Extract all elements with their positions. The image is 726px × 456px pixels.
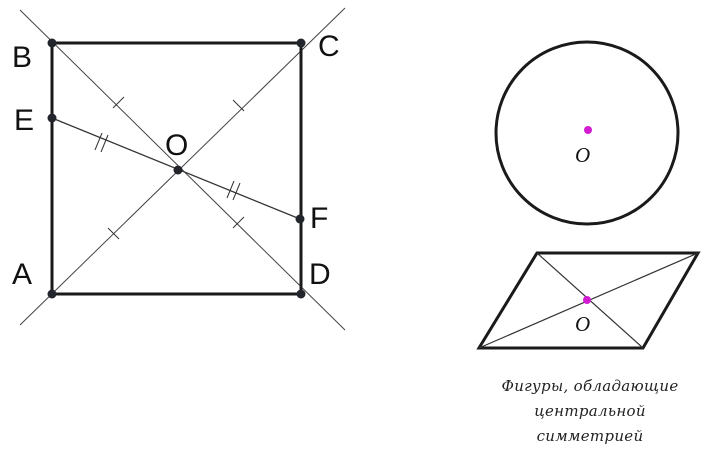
circle-center-label: O xyxy=(575,143,590,167)
tick-bo xyxy=(112,96,125,109)
double-tick-eo-1 xyxy=(94,132,103,151)
parallelogram-figure: O xyxy=(476,251,701,350)
label-o: O xyxy=(165,129,188,162)
caption-line-1: Фигуры, обладающие xyxy=(501,377,679,395)
label-b: B xyxy=(12,41,32,74)
caption: Фигуры, обладающие центральной симметрие… xyxy=(455,374,725,449)
double-tick-of-2 xyxy=(232,182,241,201)
point-f xyxy=(295,214,305,224)
point-d xyxy=(296,289,306,299)
point-c xyxy=(296,38,306,48)
diagonal-ac-extended xyxy=(19,7,346,326)
circle-outline xyxy=(494,40,680,226)
tick-oc xyxy=(232,99,245,112)
point-b xyxy=(47,38,57,48)
point-e xyxy=(47,113,57,123)
double-tick-of-1 xyxy=(226,180,235,199)
tick-od xyxy=(232,216,245,229)
square-figure: B C E O F A D xyxy=(12,7,346,331)
label-e: E xyxy=(14,104,34,137)
label-c: C xyxy=(318,30,340,63)
circle-center-point xyxy=(584,126,592,134)
circle-figure: O xyxy=(494,40,680,226)
label-d: D xyxy=(309,258,331,291)
parallelogram-center-label: O xyxy=(575,312,590,336)
tick-ao xyxy=(107,227,120,240)
point-a xyxy=(47,289,57,299)
caption-line-3: симметрией xyxy=(536,427,644,445)
point-o xyxy=(173,165,183,175)
caption-line-2: центральной xyxy=(534,402,646,420)
double-tick-eo-2 xyxy=(100,134,109,153)
square-abcd xyxy=(50,41,303,296)
label-f: F xyxy=(310,202,328,235)
label-a: A xyxy=(12,258,32,291)
parallelogram-center-point xyxy=(583,296,591,304)
